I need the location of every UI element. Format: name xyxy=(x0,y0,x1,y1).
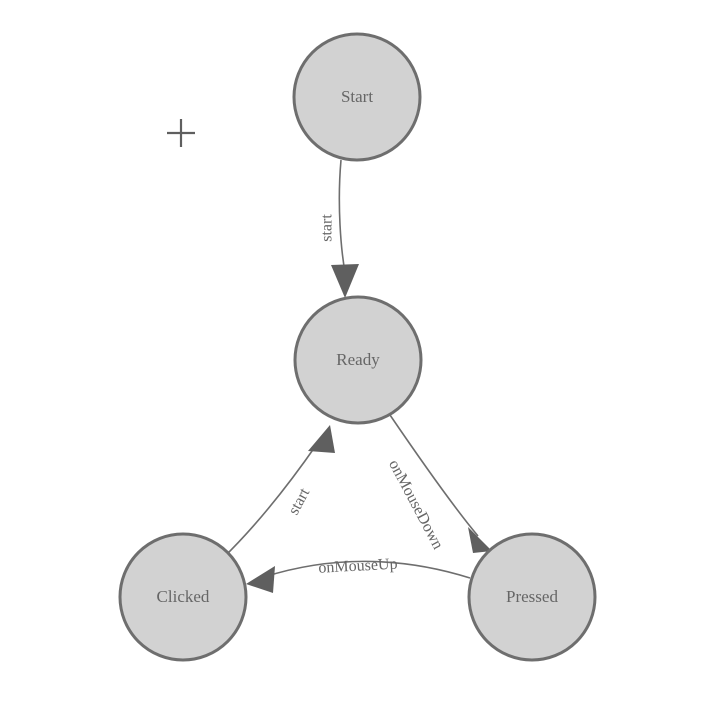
node-ready[interactable]: Ready xyxy=(293,295,423,425)
arrowhead-icon xyxy=(246,566,275,593)
crosshair-marker[interactable] xyxy=(167,119,195,147)
edge-label-clicked-to-ready: start xyxy=(285,485,313,518)
node-label: Clicked xyxy=(157,587,210,606)
arrowhead-icon xyxy=(308,425,335,453)
node-pressed[interactable]: Pressed xyxy=(467,532,597,662)
edge-label-ready-to-pressed: onMouseDown xyxy=(385,457,446,552)
node-label: Ready xyxy=(336,350,380,369)
arrowhead-icon xyxy=(331,264,359,298)
node-start[interactable]: Start xyxy=(292,32,422,162)
edge-line xyxy=(338,159,346,273)
node-circle[interactable] xyxy=(292,32,422,162)
edge-pressed-to-clicked[interactable] xyxy=(246,560,471,593)
node-label: Pressed xyxy=(506,587,558,606)
edge-start-to-ready[interactable] xyxy=(331,159,359,298)
arrowhead-icon xyxy=(468,527,492,553)
node-clicked[interactable]: Clicked xyxy=(118,532,248,662)
edge-label-pressed-to-clicked: onMouseUp xyxy=(318,556,398,577)
node-label: Start xyxy=(341,87,373,106)
node-circle[interactable] xyxy=(118,532,248,662)
edge-line xyxy=(263,560,471,579)
edge-clicked-to-ready[interactable] xyxy=(221,425,335,560)
node-circle[interactable] xyxy=(467,532,597,662)
edge-ready-to-pressed[interactable] xyxy=(389,414,492,553)
edge-line xyxy=(389,414,479,537)
edge-line xyxy=(221,443,318,560)
node-circle[interactable] xyxy=(293,295,423,425)
edge-label-start-to-ready: start xyxy=(319,214,336,242)
